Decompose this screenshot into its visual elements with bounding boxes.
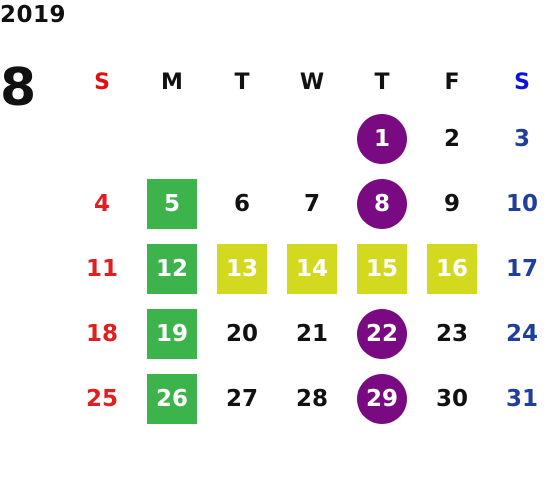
calendar-day: 23 bbox=[435, 320, 468, 347]
calendar-day-circled: 22 bbox=[357, 308, 407, 359]
calendar-cell[interactable]: 22 bbox=[347, 301, 417, 366]
calendar-cell[interactable]: 23 bbox=[417, 301, 487, 366]
calendar-cell[interactable]: 6 bbox=[207, 171, 277, 236]
calendar-day: 7 bbox=[303, 190, 320, 217]
calendar-day-highlight-green: 26 bbox=[147, 373, 197, 424]
calendar-cell[interactable]: 24 bbox=[487, 301, 548, 366]
calendar-cell[interactable]: 29 bbox=[347, 366, 417, 431]
calendar-cell[interactable]: 21 bbox=[277, 301, 347, 366]
calendar-cell[interactable]: 16 bbox=[417, 236, 487, 301]
calendar-day-circled: 1 bbox=[357, 113, 407, 164]
calendar-cell bbox=[207, 106, 277, 171]
weekday-header-monday: M bbox=[161, 69, 183, 95]
calendar-cell[interactable]: 5 bbox=[137, 171, 207, 236]
calendar-day: 2 bbox=[443, 125, 460, 152]
calendar-day-circled: 8 bbox=[357, 178, 407, 229]
calendar-day: 3 bbox=[513, 125, 530, 152]
calendar-day-highlight-yellow: 13 bbox=[217, 243, 267, 294]
calendar-cell[interactable]: 11 bbox=[67, 236, 137, 301]
calendar-cell[interactable]: 31 bbox=[487, 366, 548, 431]
calendar-day-highlight-green: 5 bbox=[147, 178, 197, 229]
calendar-day: 21 bbox=[295, 320, 328, 347]
weekday-header-wednesday: W bbox=[299, 69, 325, 95]
calendar-cell[interactable]: 14 bbox=[277, 236, 347, 301]
weekday-header-tuesday: T bbox=[234, 69, 250, 95]
calendar-day: 4 bbox=[93, 190, 110, 217]
calendar-day-highlight-yellow: 15 bbox=[357, 243, 407, 294]
calendar-cell[interactable]: 18 bbox=[67, 301, 137, 366]
calendar-cell[interactable]: 17 bbox=[487, 236, 548, 301]
calendar-cell[interactable]: 26 bbox=[137, 366, 207, 431]
calendar-day: 10 bbox=[505, 190, 538, 217]
weekday-header-thursday: T bbox=[374, 69, 390, 95]
calendar-cell[interactable]: 7 bbox=[277, 171, 347, 236]
calendar-day-highlight-yellow: 14 bbox=[287, 243, 337, 294]
calendar-year: 2019 bbox=[0, 2, 67, 28]
calendar-day: 11 bbox=[85, 255, 118, 282]
calendar-month: 8 bbox=[0, 58, 37, 118]
calendar-cell[interactable]: 13 bbox=[207, 236, 277, 301]
calendar-cell[interactable]: 27 bbox=[207, 366, 277, 431]
calendar-day: 30 bbox=[435, 385, 468, 412]
calendar-day: 17 bbox=[505, 255, 538, 282]
calendar-cell[interactable]: 1 bbox=[347, 106, 417, 171]
calendar-cell[interactable]: 3 bbox=[487, 106, 548, 171]
calendar-day: 28 bbox=[295, 385, 328, 412]
calendar-day-highlight-green: 12 bbox=[147, 243, 197, 294]
calendar-cell bbox=[277, 106, 347, 171]
calendar-cell[interactable]: 20 bbox=[207, 301, 277, 366]
calendar-cell[interactable]: 30 bbox=[417, 366, 487, 431]
calendar-day-highlight-yellow: 16 bbox=[427, 243, 477, 294]
calendar-day: 27 bbox=[225, 385, 258, 412]
calendar-day: 9 bbox=[443, 190, 460, 217]
calendar-day: 18 bbox=[85, 320, 118, 347]
calendar-cell[interactable]: 10 bbox=[487, 171, 548, 236]
calendar-cell[interactable]: 2 bbox=[417, 106, 487, 171]
calendar-cell[interactable]: 15 bbox=[347, 236, 417, 301]
calendar-cell[interactable]: 8 bbox=[347, 171, 417, 236]
calendar-cell[interactable]: 28 bbox=[277, 366, 347, 431]
calendar-cell[interactable]: 12 bbox=[137, 236, 207, 301]
calendar-cell bbox=[137, 106, 207, 171]
calendar-cell[interactable]: 19 bbox=[137, 301, 207, 366]
calendar-day: 31 bbox=[505, 385, 538, 412]
calendar-day: 20 bbox=[225, 320, 258, 347]
weekday-header-saturday: S bbox=[514, 69, 530, 95]
calendar-cell[interactable]: 25 bbox=[67, 366, 137, 431]
calendar-day: 6 bbox=[233, 190, 250, 217]
calendar-cell bbox=[67, 106, 137, 171]
weekday-header-friday: F bbox=[444, 69, 460, 95]
calendar-cell[interactable]: 9 bbox=[417, 171, 487, 236]
calendar-day-highlight-green: 19 bbox=[147, 308, 197, 359]
calendar-day-circled: 29 bbox=[357, 373, 407, 424]
calendar-day: 24 bbox=[505, 320, 538, 347]
weekday-header-sunday: S bbox=[94, 69, 110, 95]
calendar-cell[interactable]: 4 bbox=[67, 171, 137, 236]
calendar-day: 25 bbox=[85, 385, 118, 412]
